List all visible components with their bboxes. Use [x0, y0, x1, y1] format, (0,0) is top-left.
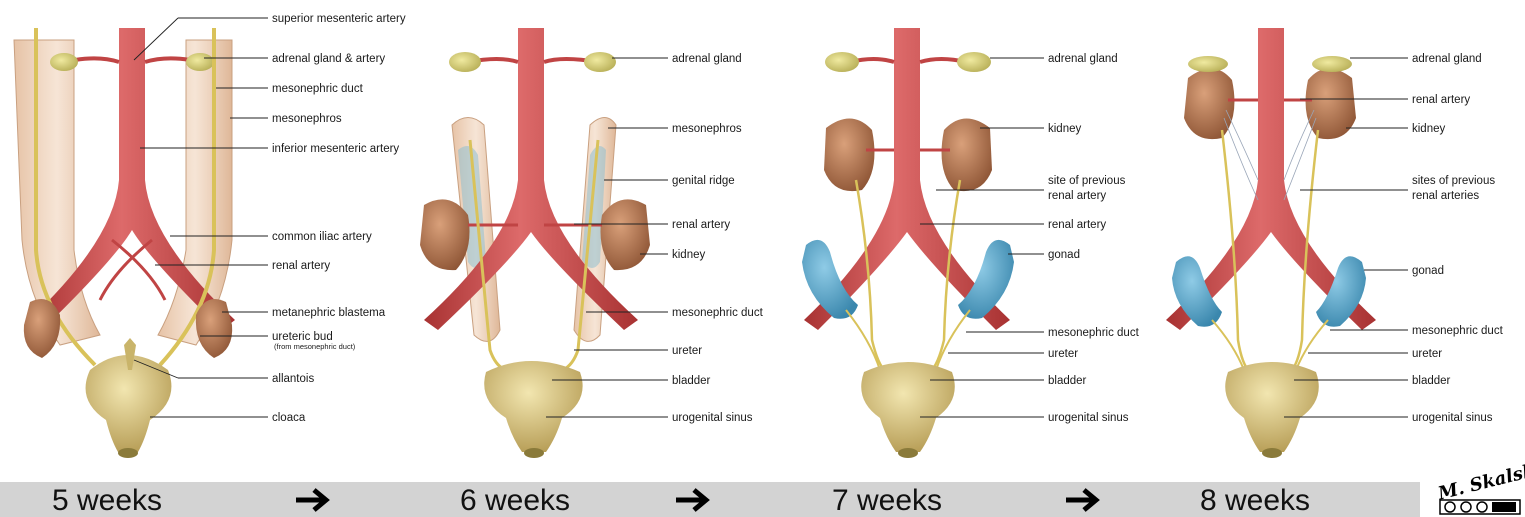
label-metanephric-blastema: metanephric blastema — [272, 307, 386, 319]
label-bladder: bladder — [1412, 375, 1451, 387]
label-common-iliac-artery: common iliac artery — [272, 231, 372, 243]
label-renal-artery: renal artery — [272, 260, 330, 272]
author-signature: M. Skalski — [1435, 458, 1525, 514]
kidney-left — [420, 199, 470, 270]
label-ureter: ureter — [1412, 348, 1442, 360]
label-mesonephric-duct: mesonephric duct — [1048, 327, 1140, 339]
panel-6-weeks: adrenal gland mesonephros genital ridge … — [420, 28, 764, 458]
bladder — [861, 362, 955, 452]
label-sites-previous-1: sites of previous — [1412, 175, 1495, 187]
bladder — [1225, 362, 1319, 452]
metanephric-blastema — [24, 299, 60, 358]
stage-5-weeks: 5 weeks — [52, 484, 162, 517]
adrenal-artery — [75, 58, 119, 62]
kidney-left — [824, 118, 874, 191]
label-mesonephros: mesonephros — [672, 123, 742, 135]
label-inferior-mesenteric-artery: inferior mesenteric artery — [272, 143, 399, 155]
label-renal-artery: renal artery — [1412, 94, 1470, 106]
label-adrenal-gland: adrenal gland — [1412, 53, 1482, 65]
label-kidney: kidney — [1048, 123, 1081, 135]
label-cloaca: cloaca — [272, 412, 306, 424]
kidney-right — [601, 199, 651, 270]
label-sites-previous-2: renal arteries — [1412, 190, 1479, 202]
label-adrenal-gland: adrenal gland — [1048, 53, 1118, 65]
label-site-previous-2: renal artery — [1048, 190, 1106, 202]
label-urogenital-sinus: urogenital sinus — [1048, 412, 1129, 424]
label-renal-artery: renal artery — [1048, 219, 1106, 231]
label-adrenal-gland: adrenal gland — [672, 53, 742, 65]
kidney-right — [1306, 68, 1356, 139]
label-urogenital-sinus: urogenital sinus — [1412, 412, 1493, 424]
panel-5-weeks: superior mesenteric artery adrenal gland… — [14, 13, 406, 458]
timeline: 5 weeks 6 weeks 7 weeks 8 weeks — [0, 482, 1420, 517]
label-ureter: ureter — [1048, 348, 1078, 360]
kidney-right — [942, 118, 992, 191]
label-gonad: gonad — [1048, 249, 1080, 261]
stage-7-weeks: 7 weeks — [832, 484, 942, 517]
adrenal-gland — [449, 52, 481, 72]
kidney-left — [1184, 68, 1234, 139]
adrenal-gland — [1188, 56, 1228, 72]
mesonephric-duct — [846, 310, 880, 370]
signature-text: M. Skalski — [1435, 458, 1525, 504]
label-mesonephros: mesonephros — [272, 113, 342, 125]
panel-8-weeks: adrenal gland renal artery kidney sites … — [1166, 28, 1504, 458]
stage-8-weeks: 8 weeks — [1200, 484, 1310, 517]
panel-7-weeks: adrenal gland kidney site of previous re… — [802, 28, 1140, 458]
label-kidney: kidney — [1412, 123, 1445, 135]
bladder — [484, 361, 582, 452]
adrenal-gland — [825, 52, 859, 72]
label-ureteric-bud-note: (from mesonephric duct) — [274, 342, 356, 351]
label-genital-ridge: genital ridge — [672, 175, 735, 187]
label-gonad: gonad — [1412, 265, 1444, 277]
label-mesonephric-duct: mesonephric duct — [672, 307, 764, 319]
label-site-previous-1: site of previous — [1048, 175, 1126, 187]
label-ureter: ureter — [672, 345, 702, 357]
label-kidney: kidney — [672, 249, 705, 261]
stage-6-weeks: 6 weeks — [460, 484, 570, 517]
label-urogenital-sinus: urogenital sinus — [672, 412, 753, 424]
label-mesonephric-duct: mesonephric duct — [272, 83, 364, 95]
label-allantois: allantois — [272, 373, 314, 385]
label-bladder: bladder — [1048, 375, 1087, 387]
label-superior-mesenteric-artery: superior mesenteric artery — [272, 13, 406, 25]
label-mesonephric-duct: mesonephric duct — [1412, 325, 1504, 337]
adrenal-gland — [50, 53, 78, 71]
label-adrenal-gland-artery: adrenal gland & artery — [272, 53, 385, 65]
label-renal-artery: renal artery — [672, 219, 730, 231]
label-bladder: bladder — [672, 375, 711, 387]
